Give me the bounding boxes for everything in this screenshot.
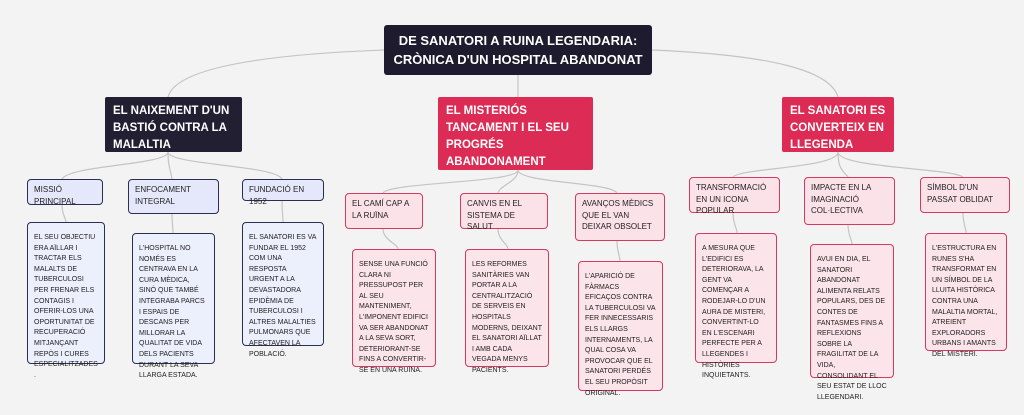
root-title-line-2: CRÒNICA D'UN HOSPITAL ABANDONAT bbox=[393, 52, 643, 67]
link-c7-l7 bbox=[732, 212, 738, 234]
link-b3-c3 bbox=[837, 151, 964, 178]
detail-canvis-sistema-salut[interactable]: LES REFORMES SANITÀRIES VAN PORTAR A LA … bbox=[465, 249, 549, 374]
detail-cami-ruina[interactable]: SENSE UNA FUNCIÓ CLARA NI PRESSUPOST PER… bbox=[352, 249, 436, 374]
link-b2-c3 bbox=[517, 169, 618, 194]
link-root-branch-3 bbox=[651, 49, 839, 98]
link-b3-c2 bbox=[837, 151, 849, 178]
link-c2-l2 bbox=[171, 213, 174, 234]
subtopic-fundacio-1952[interactable]: FUNDACIÓ EN 1952 bbox=[242, 179, 324, 206]
subtopic-missio-principal[interactable]: MISSIÓ PRINCIPAL bbox=[27, 179, 103, 206]
detail-icona-popular[interactable]: A MESURA QUE L'EDIFICI ES DETERIORAVA, L… bbox=[695, 233, 777, 379]
subtopic-canvis-sistema-salut[interactable]: CANVIS EN EL SISTEMA DE SALUT bbox=[460, 193, 548, 231]
link-b2-c2 bbox=[497, 169, 519, 194]
link-c6-l6 bbox=[616, 240, 621, 262]
link-b3-c1 bbox=[732, 151, 839, 178]
link-c9-l9 bbox=[962, 212, 967, 234]
subtopic-cami-ruina[interactable]: EL CAMÍ CAP A LA RUÏNA bbox=[345, 193, 423, 229]
detail-enfocament-integral[interactable]: L'HOSPITAL NO NOMÉS ES CENTRAVA EN LA CU… bbox=[132, 233, 215, 379]
link-b1-c3 bbox=[167, 151, 283, 180]
detail-simbol-passat[interactable]: L'ESTRUCTURA EN RUNES S'HA TRANSFORMAT E… bbox=[925, 233, 1007, 358]
subtopic-imaginacio-collectiva[interactable]: IMPACTE EN LA IMAGINACIÓ COL·LECTIVA bbox=[804, 177, 895, 225]
link-b1-c2 bbox=[167, 151, 173, 180]
link-b1-c1 bbox=[61, 151, 169, 180]
subtopic-avancos-medics[interactable]: AVANÇOS MÈDICS QUE EL VAN DEIXAR OBSOLET bbox=[575, 193, 665, 241]
detail-fundacio-1952[interactable]: EL SANATORI ES VA FUNDAR EL 1952 COM UNA… bbox=[242, 222, 324, 358]
detail-missio-principal[interactable]: EL SEU OBJECTIU ERA AÏLLAR I TRACTAR ELS… bbox=[27, 222, 105, 379]
link-c5-l5 bbox=[497, 228, 509, 250]
link-b2-c1 bbox=[382, 169, 519, 194]
branch-naixement[interactable]: EL NAIXEMENT D'UN BASTIÓ CONTRA LA MALAL… bbox=[105, 97, 242, 152]
root-topic[interactable]: DE SANATORI A RUINA LEGENDARIA: CRÒNICA … bbox=[384, 25, 652, 75]
root-title-line-1: DE SANATORI A RUINA LEGENDARIA: bbox=[398, 33, 638, 48]
subtopic-icona-popular[interactable]: TRANSFORMACIÓ EN UN ICONA POPULAR bbox=[689, 177, 780, 215]
subtopic-simbol-passat[interactable]: SÍMBOL D'UN PASSAT OBLIDAT bbox=[920, 177, 1010, 213]
detail-avancos-medics[interactable]: L'APARICIÓ DE FÀRMACS EFICAÇOS CONTRA LA… bbox=[578, 261, 663, 397]
link-root-branch-1 bbox=[167, 49, 385, 98]
link-c1-l1 bbox=[61, 204, 67, 223]
link-c4-l4 bbox=[382, 228, 399, 250]
link-c8-l8 bbox=[847, 224, 853, 245]
detail-imaginacio-collectiva[interactable]: AVUI EN DIA, EL SANATORI ABANDONAT ALIME… bbox=[810, 244, 894, 401]
branch-llegenda[interactable]: EL SANATORI ES CONVERTEIX EN LLEGENDA bbox=[782, 97, 894, 152]
branch-tancament[interactable]: EL MISTERIÓS TANCAMENT I EL SEU PROGRÉS … bbox=[438, 97, 593, 170]
link-c3-l3 bbox=[281, 200, 284, 223]
subtopic-enfocament-integral[interactable]: ENFOCAMENT INTEGRAL bbox=[128, 179, 219, 214]
